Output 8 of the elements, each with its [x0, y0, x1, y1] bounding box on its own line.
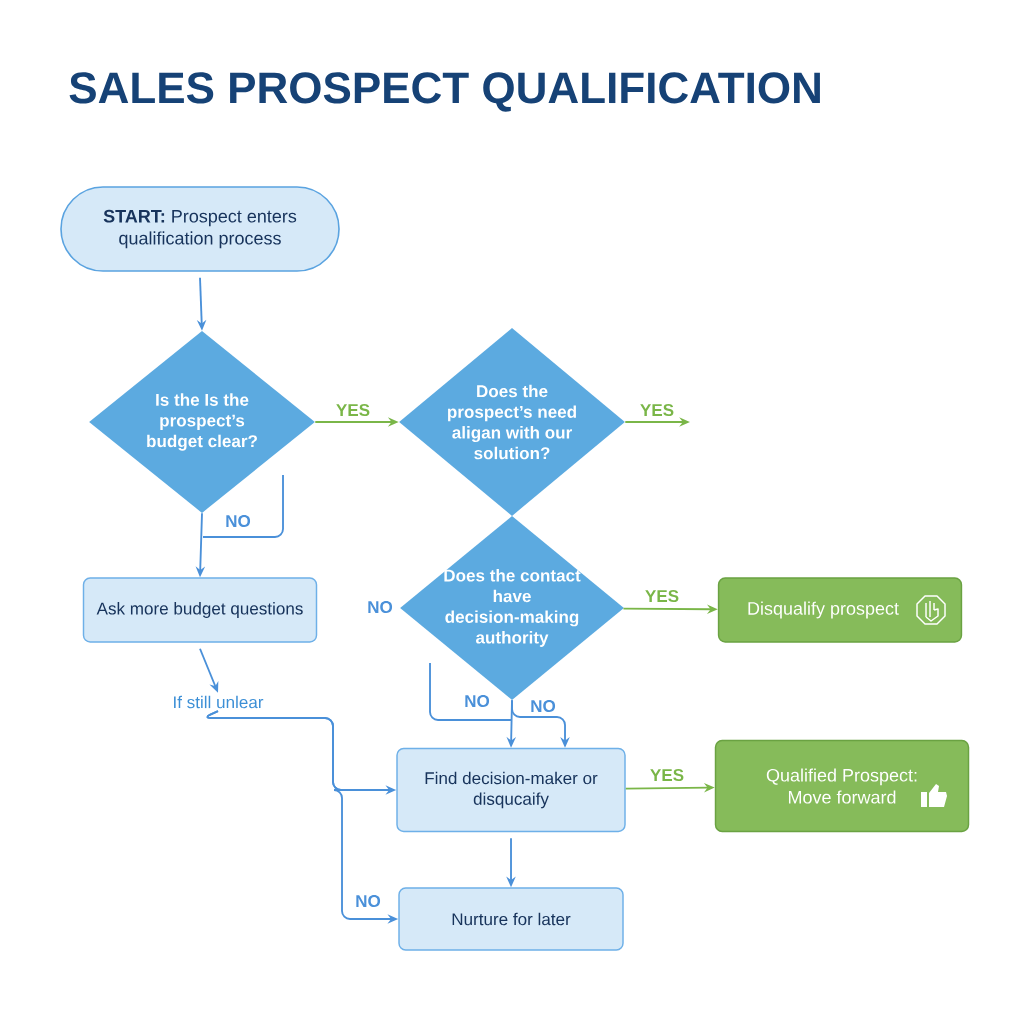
outcome-box: Disqualify prospect [717, 577, 963, 643]
process-box: Ask more budget questions [82, 577, 318, 643]
outcome-box: Qualified Prospect: Move forward [714, 739, 970, 833]
process-box: Nurture for later [398, 887, 624, 951]
process-box: Find decision-maker or disqucaify [396, 747, 626, 833]
start-terminator: START: Prospect enters qualification process [60, 186, 340, 272]
title: SALES PROSPECT QUALIFICATION [69, 72, 820, 112]
flow-text: If still unlear [174, 695, 264, 709]
